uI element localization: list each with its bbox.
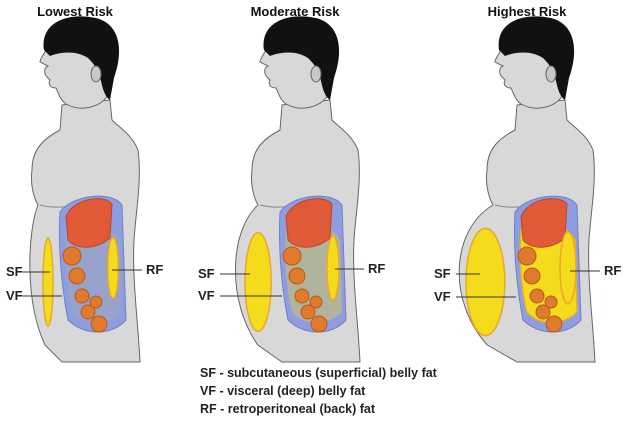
organ-4 xyxy=(300,304,316,320)
organ-6 xyxy=(89,295,103,309)
organ-5 xyxy=(90,315,108,333)
organ-2 xyxy=(68,267,86,285)
organ-3 xyxy=(74,288,90,304)
label-vf-3: VF xyxy=(434,289,451,304)
organ-4 xyxy=(535,304,551,320)
title-highest-risk: Highest Risk xyxy=(488,4,568,19)
organ-5 xyxy=(545,315,563,333)
organ-6 xyxy=(309,295,323,309)
figure-3 xyxy=(458,16,596,363)
retroperitoneal-fat xyxy=(106,236,120,300)
retroperitoneal-fat xyxy=(326,235,340,301)
legend-rf: RF - retroperitoneal (back) fat xyxy=(200,402,376,416)
hair xyxy=(498,16,575,100)
organ-6 xyxy=(544,295,558,309)
title-lowest-risk: Lowest Risk xyxy=(37,4,114,19)
legend-sf: SF - subcutaneous (superficial) belly fa… xyxy=(200,366,438,380)
organ-2 xyxy=(523,267,541,285)
legend-vf: VF - visceral (deep) belly fat xyxy=(200,384,366,398)
hair xyxy=(263,16,340,100)
subcutaneous-fat xyxy=(42,237,54,327)
ear xyxy=(310,65,322,83)
liver xyxy=(285,198,333,248)
label-sf-3: SF xyxy=(434,266,451,281)
organ-1 xyxy=(62,246,82,266)
organ-5 xyxy=(310,315,328,333)
subcutaneous-fat xyxy=(244,231,272,333)
organ-3 xyxy=(294,288,310,304)
figure-1 xyxy=(29,16,141,363)
organ-1 xyxy=(517,246,537,266)
organ-3 xyxy=(529,288,545,304)
label-rf-2: RF xyxy=(368,261,385,276)
retroperitoneal-fat xyxy=(559,231,577,305)
label-vf-2: VF xyxy=(198,288,215,303)
organ-2 xyxy=(288,267,306,285)
organ-4 xyxy=(80,304,96,320)
organ-1 xyxy=(282,246,302,266)
ear xyxy=(90,65,102,83)
hair xyxy=(43,16,120,100)
label-vf-1: VF xyxy=(6,288,23,303)
figure-2 xyxy=(234,16,361,363)
title-moderate-risk: Moderate Risk xyxy=(251,4,341,19)
label-sf-2: SF xyxy=(198,266,215,281)
liver xyxy=(65,198,113,248)
ear xyxy=(545,65,557,83)
label-rf-1: RF xyxy=(146,262,163,277)
subcutaneous-fat xyxy=(465,227,506,337)
label-rf-3: RF xyxy=(604,263,621,278)
label-sf-1: SF xyxy=(6,264,23,279)
